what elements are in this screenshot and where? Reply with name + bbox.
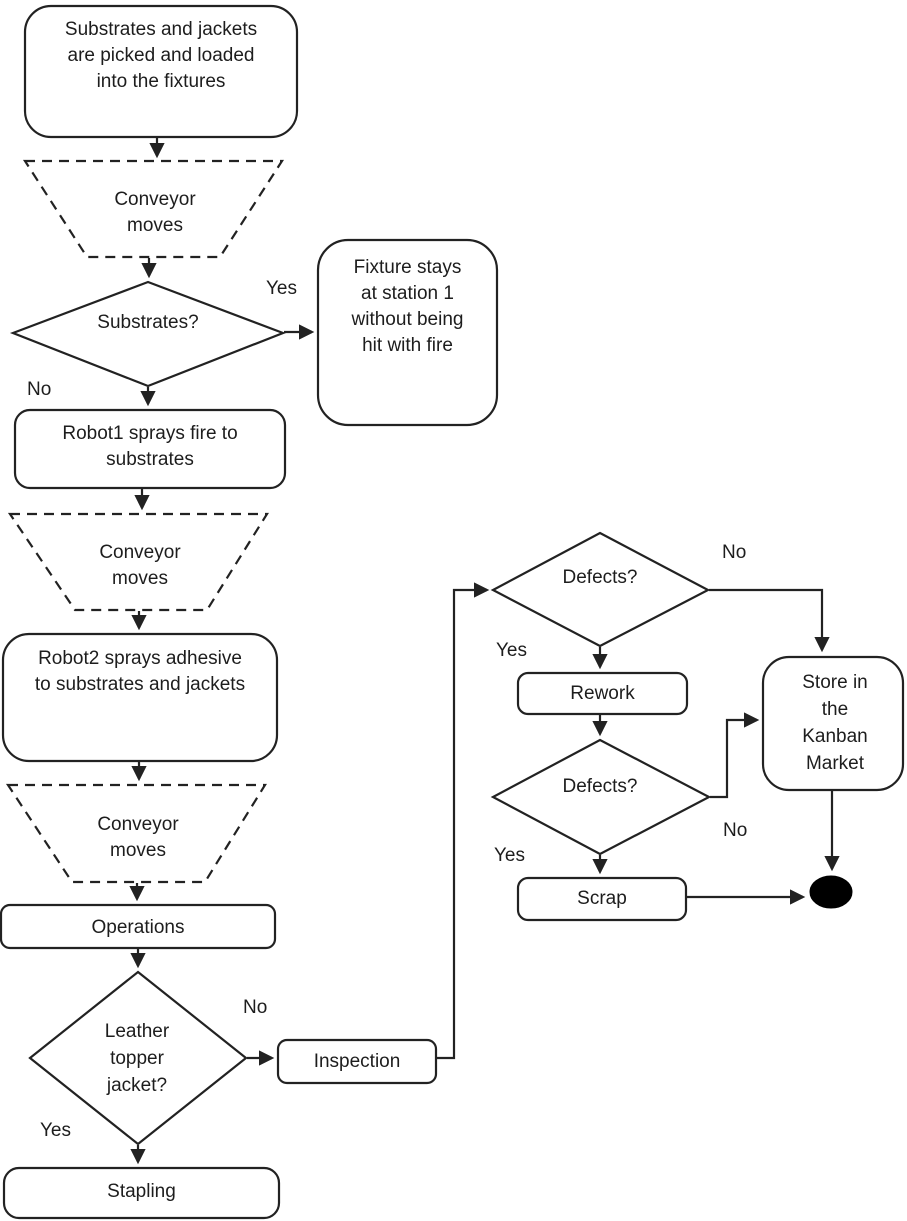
- defects1-decision-label: Defects?: [500, 565, 700, 591]
- defects2-decision-shape: [490, 738, 712, 856]
- node-text-line: substrates: [106, 449, 194, 470]
- conveyor1-node-label: Conveyor moves: [55, 187, 255, 239]
- node-text-line: are picked and loaded: [67, 45, 255, 66]
- rework-node-shape: [516, 671, 689, 716]
- stapling-node-shape: [2, 1166, 281, 1220]
- conveyor3-node-shape: [5, 783, 267, 884]
- edge-inspection-to-defects1: [437, 582, 490, 1060]
- node-text-line: Conveyor: [99, 542, 181, 563]
- node-text-line: without being: [351, 309, 464, 330]
- defects2-yes-label: Yes: [494, 845, 525, 866]
- defects2-no-label: No: [723, 820, 748, 841]
- node-text-line: hit with fire: [362, 335, 453, 356]
- edge-defects1-no-to-kanban: [709, 588, 830, 653]
- edge-defects2-no-to-kanban: [710, 712, 760, 799]
- defects1-no-label: No: [722, 542, 747, 563]
- node-text-line: Rework: [570, 683, 635, 704]
- node-text-line: Leather: [104, 1021, 170, 1042]
- defects1-decision-shape: [490, 531, 711, 648]
- robot2-node-label: Robot2 sprays adhesive to substrates and…: [3, 646, 277, 698]
- node-text-line: Fixture stays: [353, 257, 462, 278]
- node-text-line: moves: [127, 215, 183, 236]
- kanban-store-node-label: Store in the Kanban Market: [765, 669, 905, 777]
- node-text-line: Scrap: [577, 888, 627, 909]
- rework-node-label: Rework: [518, 681, 687, 707]
- substrates-decision-label: Substrates?: [48, 310, 248, 336]
- substrates-decision-shape: [9, 280, 287, 388]
- operations-node-shape: [0, 903, 277, 950]
- node-text-line: topper: [110, 1048, 164, 1069]
- load-node-shape: [23, 4, 299, 139]
- conveyor2-node-shape: [7, 512, 269, 612]
- substrates-yes-label: Yes: [266, 278, 297, 299]
- defects1-yes-label: Yes: [496, 640, 527, 661]
- node-text-line: the: [821, 699, 849, 720]
- conveyor1-node-shape: [22, 159, 285, 259]
- node-text-line: Kanban: [802, 726, 868, 747]
- node-text-line: moves: [110, 840, 166, 861]
- leather-decision-label: Leather topper jacket?: [37, 1018, 237, 1099]
- leather-no-label: No: [243, 997, 268, 1018]
- robot1-node-shape: [13, 408, 287, 490]
- end-terminator: [809, 875, 853, 909]
- load-node-label: Substrates and jackets are picked and lo…: [25, 17, 297, 95]
- node-text-line: Market: [805, 753, 865, 774]
- node-text-line: Defects?: [562, 567, 638, 588]
- scrap-node-shape: [516, 876, 688, 922]
- node-text-line: to substrates and jackets: [34, 674, 246, 695]
- conveyor3-node-label: Conveyor moves: [38, 812, 238, 864]
- node-text-line: Substrates and jackets: [64, 19, 258, 40]
- leather-yes-label: Yes: [40, 1120, 71, 1141]
- node-text-line: jacket?: [106, 1075, 168, 1096]
- inspection-node-label: Inspection: [278, 1049, 436, 1075]
- inspection-node-shape: [276, 1038, 438, 1085]
- node-text-line: Robot2 sprays adhesive: [38, 648, 242, 669]
- node-text-line: Defects?: [562, 776, 638, 797]
- node-text-line: Substrates?: [97, 312, 199, 333]
- leather-decision-shape: [28, 970, 248, 1146]
- fixture-stays-node-label: Fixture stays at station 1 without being…: [318, 255, 497, 359]
- node-text-line: moves: [112, 568, 168, 589]
- node-text-line: into the fixtures: [96, 71, 226, 92]
- node-text-line: Conveyor: [97, 814, 179, 835]
- node-text-line: Operations: [91, 917, 185, 938]
- node-text-line: Robot1 sprays fire to: [62, 423, 238, 444]
- stapling-node-label: Stapling: [4, 1179, 279, 1205]
- substrates-no-label: No: [27, 379, 52, 400]
- node-text-line: at station 1: [361, 283, 454, 304]
- scrap-node-label: Scrap: [518, 886, 686, 912]
- node-text-line: Store in: [802, 672, 868, 693]
- robot1-node-label: Robot1 sprays fire to substrates: [15, 421, 285, 473]
- fixture-stays-node-shape: [316, 238, 499, 427]
- kanban-store-node-shape: [761, 655, 905, 792]
- node-text-line: Inspection: [313, 1051, 401, 1072]
- operations-node-label: Operations: [1, 915, 275, 941]
- node-text-line: Conveyor: [114, 189, 196, 210]
- defects2-decision-label: Defects?: [500, 774, 700, 800]
- node-text-line: Stapling: [107, 1181, 176, 1202]
- robot2-node-shape: [1, 632, 279, 763]
- conveyor2-node-label: Conveyor moves: [40, 540, 240, 592]
